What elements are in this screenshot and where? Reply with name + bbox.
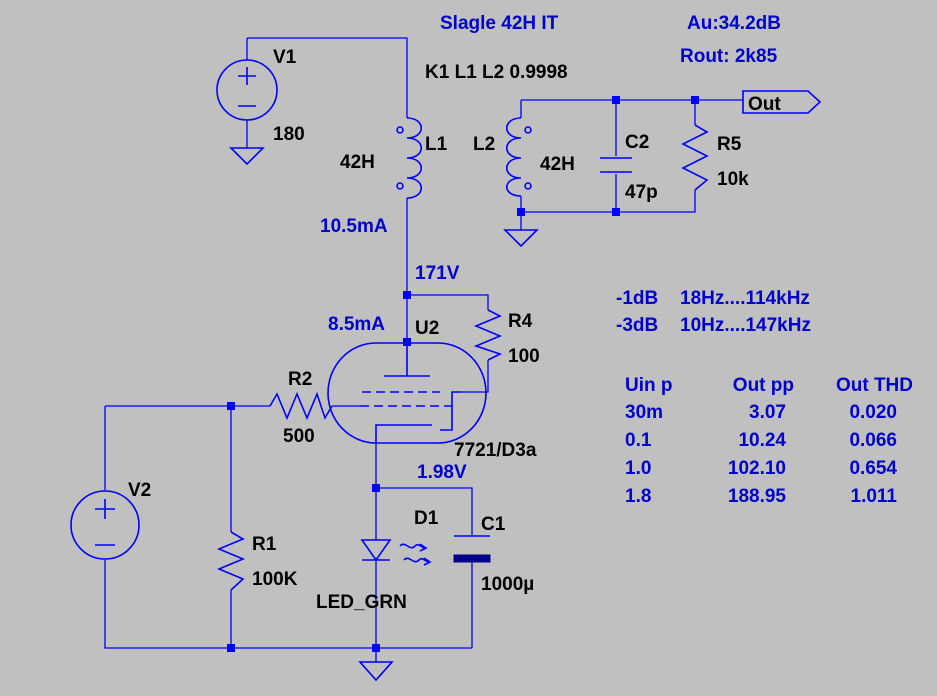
l1-value: 42H: [340, 152, 375, 173]
table-cell: 0.020: [849, 402, 897, 423]
measurement-table: Uin p Out pp Out THD 30m 3.07 0.020 0.1 …: [625, 375, 913, 507]
r2-name: R2: [288, 369, 312, 390]
r5-name: R5: [717, 134, 742, 155]
c1-name: C1: [481, 514, 506, 535]
table-header-uin: Uin p: [625, 375, 673, 396]
table-cell: 3.07: [749, 402, 786, 423]
u2-name: U2: [415, 318, 439, 339]
c2-name: C2: [625, 132, 649, 153]
cathode-voltage: 1.98V: [417, 462, 467, 483]
output-port-label: Out: [748, 94, 781, 115]
r4-value: 100: [508, 346, 540, 367]
coupling-directive: K1 L1 L2 0.9998: [425, 62, 568, 83]
r1-name: R1: [252, 534, 277, 555]
resistor-r4[interactable]: [473, 309, 503, 361]
r2-value: 500: [283, 426, 315, 447]
table-cell: 0.066: [849, 430, 897, 451]
r4-name: R4: [508, 311, 533, 332]
table-cell: 188.95: [728, 486, 787, 507]
voltage-source-v2[interactable]: [70, 490, 140, 560]
triode-u2[interactable]: [327, 342, 487, 444]
c2-value: 47p: [625, 182, 658, 203]
resistor-r1[interactable]: [216, 531, 246, 591]
c1-value: 1000µ: [481, 574, 534, 595]
bandwidth-1db-range: 18Hz....114kHz: [680, 288, 810, 309]
u2-value: 7721/D3a: [454, 440, 537, 461]
ground-symbols: [229, 147, 539, 682]
table-cell: 1.0: [625, 458, 651, 479]
v1-value: 180: [273, 124, 305, 145]
capacitor-c2[interactable]: [600, 157, 632, 173]
d1-name: D1: [414, 508, 439, 529]
d1-value: LED_GRN: [316, 592, 407, 613]
table-cell: 1.011: [851, 486, 898, 507]
output-port[interactable]: Out: [742, 90, 822, 115]
table-cell: 30m: [625, 402, 663, 423]
capacitor-c1[interactable]: [453, 535, 491, 563]
v2-name: V2: [128, 480, 151, 501]
resistor-r2[interactable]: [269, 391, 333, 421]
table-header-outpp: Out pp: [733, 375, 794, 396]
rout-readout: Rout: 2k85: [680, 46, 778, 67]
led-d1[interactable]: [360, 539, 432, 566]
r1-value: 100K: [252, 569, 298, 590]
l1-name: L1: [425, 134, 448, 155]
component-labels: V1 180 V2 L1 42H L2 42H C2 47p R5 10k R4…: [128, 47, 749, 613]
v1-name: V1: [273, 47, 297, 68]
table-cell: 10.24: [738, 430, 786, 451]
bandwidth-1db-level: -1dB: [616, 288, 658, 309]
inductor-l1[interactable]: [396, 117, 423, 199]
table-cell: 0.654: [849, 458, 897, 479]
bandwidth-3db-range: 10Hz....147kHz: [680, 315, 811, 336]
resistor-r5[interactable]: [681, 124, 709, 191]
annotations: Slagle 42H IT Au:34.2dB Rout: 2k85 10.5m…: [320, 13, 811, 483]
table-header-thd: Out THD: [836, 375, 913, 396]
r5-value: 10k: [717, 169, 749, 190]
plate-voltage: 171V: [415, 263, 460, 284]
table-cell: 0.1: [625, 430, 652, 451]
table-cell: 102.10: [728, 458, 786, 479]
plate-current: 10.5mA: [320, 216, 388, 237]
voltage-source-v1[interactable]: [216, 59, 278, 121]
l2-value: 42H: [540, 154, 575, 175]
l2-name: L2: [473, 134, 495, 155]
gain-readout: Au:34.2dB: [687, 13, 781, 34]
wires: [104, 37, 743, 662]
inductor-l2[interactable]: [505, 117, 532, 197]
cathode-current: 8.5mA: [328, 314, 385, 335]
schematic-title: Slagle 42H IT: [440, 13, 559, 34]
table-cell: 1.8: [625, 486, 651, 507]
bandwidth-3db-level: -3dB: [616, 315, 658, 336]
